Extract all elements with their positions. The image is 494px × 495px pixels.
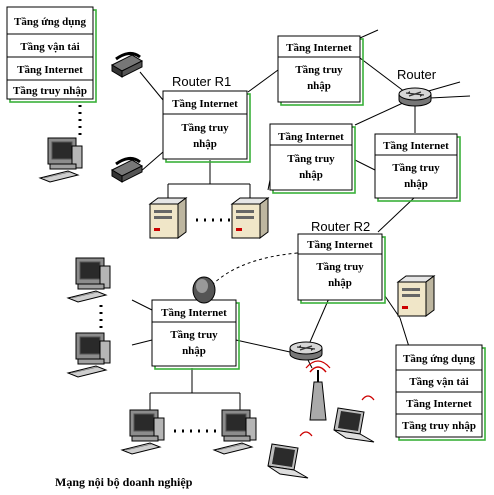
router-r1-label: Router R1 <box>172 74 231 89</box>
r1-layer-access-2: nhập <box>193 138 217 150</box>
server-icon <box>231 197 269 239</box>
ent-layer-access-1: Tầng truy <box>170 329 218 341</box>
desktop-computer-icon <box>213 409 257 455</box>
laptop-icon <box>267 443 309 479</box>
router-top-stack: Tầng Internet Tầng truy nhập <box>277 35 364 106</box>
top-layer-internet: Tầng Internet <box>286 42 352 54</box>
right-router-layer-access-2: nhập <box>404 178 428 190</box>
wireless-access-point-icon <box>305 360 331 421</box>
wireless-router-icon <box>289 341 323 361</box>
right-layer-application: Tầng ứng dụng <box>403 353 476 365</box>
desktop-computer-icon <box>121 409 165 455</box>
telephone-icon <box>110 51 144 79</box>
right-layer-transport: Tầng vận tải <box>409 376 468 388</box>
left-layer-access: Tầng truy nhập <box>13 85 87 97</box>
router-right-stack: Tầng Internet Tầng truy nhập <box>374 133 461 202</box>
telephone-icon <box>110 156 144 184</box>
mid-layer-access-2: nhập <box>299 169 323 181</box>
left-layer-application: Tầng ứng dụng <box>14 16 87 28</box>
modem-icon <box>192 276 216 304</box>
mid-layer-internet: Tầng Internet <box>278 131 344 143</box>
enterprise-network-caption: Mạng nội bộ doanh nghiệp <box>55 475 193 489</box>
laptop-icon <box>333 407 375 443</box>
ent-layer-access-2: nhập <box>182 345 206 357</box>
router-icon <box>398 87 432 107</box>
right-layer-internet: Tầng Internet <box>406 398 472 410</box>
top-layer-access-1: Tầng truy <box>295 64 343 76</box>
right-router-layer-access-1: Tầng truy <box>392 162 440 174</box>
r2-layer-internet: Tầng Internet <box>307 239 373 251</box>
desktop-computer-icon <box>67 332 111 378</box>
router-r2-label: Router R2 <box>311 219 370 234</box>
router-r1-stack: Tầng Internet Tầng truy nhập <box>162 90 251 163</box>
mid-layer-access-1: Tầng truy <box>287 153 335 165</box>
top-layer-access-2: nhập <box>307 80 331 92</box>
r2-layer-access-2: nhập <box>328 277 352 289</box>
right-host-protocol-stack: Tầng ứng dụng Tầng vận tải Tầng Internet… <box>395 344 486 441</box>
ent-layer-internet: Tầng Internet <box>161 307 227 319</box>
right-layer-access: Tầng truy nhập <box>402 420 476 432</box>
router-label: Router <box>397 67 437 82</box>
desktop-computer-icon <box>39 137 83 183</box>
wireless-signal-icon <box>299 395 375 437</box>
router-r2-stack: Tầng Internet Tầng truy nhập <box>297 233 386 304</box>
r1-layer-access-1: Tầng truy <box>181 122 229 134</box>
left-host-protocol-stack: Tầng ứng dụng Tầng vận tải Tầng Internet… <box>6 6 97 103</box>
right-router-layer-internet: Tầng Internet <box>383 140 449 152</box>
enterprise-router-stack: Tầng Internet Tầng truy nhập <box>151 299 240 370</box>
router-middle-stack: Tầng Internet Tầng truy nhập <box>269 123 356 194</box>
r2-layer-access-1: Tầng truy <box>316 261 364 273</box>
left-layer-transport: Tầng vận tải <box>20 41 79 53</box>
desktop-computer-icon <box>67 257 111 303</box>
left-layer-internet: Tầng Internet <box>17 64 83 76</box>
network-links <box>131 29 471 412</box>
server-icon <box>149 197 187 239</box>
r1-layer-internet: Tầng Internet <box>172 98 238 110</box>
server-icon <box>397 275 435 317</box>
